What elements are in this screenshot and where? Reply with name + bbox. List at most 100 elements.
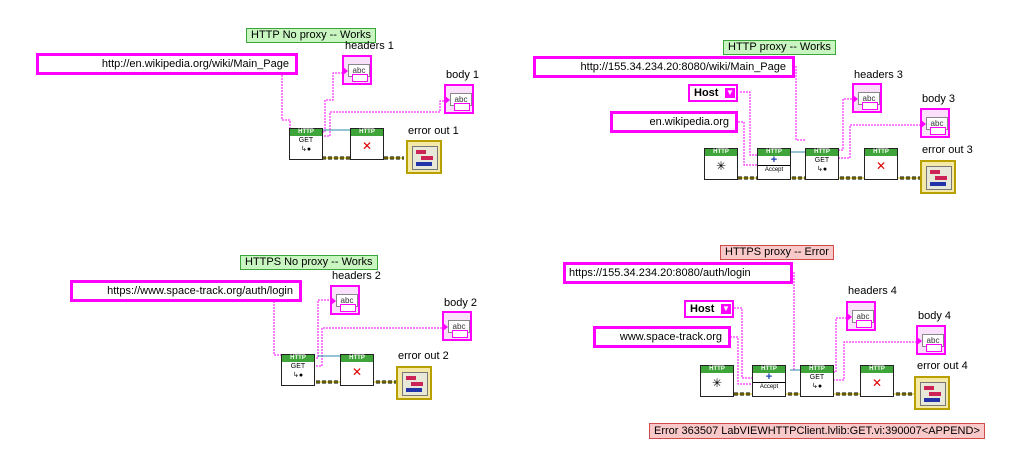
string-wire — [793, 272, 802, 371]
headers-indicator[interactable]: abc — [852, 83, 882, 113]
error-out-label: error out 2 — [398, 350, 449, 362]
body-indicator-label: body 4 — [918, 310, 952, 322]
dropdown-arrow-icon[interactable]: ▼ — [721, 304, 731, 314]
terminal-arrow-icon — [443, 323, 448, 331]
headers-indicator[interactable]: abc — [330, 285, 360, 315]
http-add-header-vi[interactable]: HTTP + Accept — [757, 148, 791, 180]
get-label: GET — [809, 374, 825, 381]
terminal-arrow-icon — [917, 337, 922, 345]
http-close-vi[interactable]: HTTP ✕ — [860, 365, 894, 397]
http-banner: HTTP — [865, 149, 897, 156]
open-handle-icon: ✳ — [715, 159, 727, 173]
http-banner: HTTP — [351, 129, 383, 136]
ring-value: Host — [690, 303, 715, 315]
http-get-vi[interactable]: HTTP GET ↳● — [800, 365, 834, 397]
string-tag-icon — [452, 330, 468, 338]
url-string-constant[interactable]: https://www.space-track.org/auth/login — [70, 280, 302, 302]
http-get-vi[interactable]: HTTP GET ↳● — [289, 128, 323, 160]
string-wire — [838, 98, 852, 151]
section-title-http-no-proxy: HTTP No proxy -- Works — [246, 28, 376, 43]
header-ring-constant[interactable]: Host ▼ — [684, 300, 734, 318]
headers-indicator-label: headers 3 — [854, 69, 903, 81]
http-banner: HTTP — [861, 366, 893, 373]
error-cluster-icon — [926, 166, 952, 190]
globe-icon: ↳● — [300, 146, 312, 153]
headers-indicator[interactable]: abc — [846, 301, 876, 331]
close-handle-icon: ✕ — [875, 159, 887, 173]
string-tag-icon — [856, 320, 872, 328]
error-cluster-icon — [920, 382, 946, 406]
body-indicator-label: body 2 — [444, 297, 478, 309]
http-close-vi[interactable]: HTTP ✕ — [864, 148, 898, 180]
headers-indicator[interactable]: abc — [342, 55, 372, 85]
host-string-constant[interactable]: en.wikipedia.org — [610, 111, 738, 133]
body-indicator[interactable]: abc — [444, 84, 474, 114]
get-label: GET — [290, 363, 306, 370]
error-cluster-icon — [412, 146, 438, 170]
string-tag-icon — [862, 102, 878, 110]
http-banner: HTTP — [341, 355, 373, 362]
string-tag-icon — [454, 103, 470, 111]
http-get-vi[interactable]: HTTP GET ↳● — [281, 354, 315, 386]
http-close-vi[interactable]: HTTP ✕ — [340, 354, 374, 386]
section-title-https-proxy: HTTPS proxy -- Error — [720, 245, 834, 260]
get-label: GET — [298, 137, 314, 144]
http-add-header-vi[interactable]: HTTP + Accept — [752, 365, 786, 397]
error-cluster-indicator[interactable] — [396, 366, 432, 400]
http-open-handle-vi[interactable]: HTTP ✳ — [700, 365, 734, 397]
headers-indicator-label: headers 2 — [332, 270, 381, 282]
get-label: GET — [814, 157, 830, 164]
body-indicator[interactable]: abc — [920, 108, 950, 138]
body-indicator-label: body 1 — [446, 69, 480, 81]
section-title-http-proxy: HTTP proxy -- Works — [723, 40, 836, 55]
http-banner: HTTP — [758, 149, 790, 156]
globe-icon: ↳● — [811, 383, 823, 390]
string-wire — [734, 307, 752, 379]
string-wire — [313, 299, 332, 359]
add-header-icon: + — [770, 154, 778, 166]
http-open-handle-vi[interactable]: HTTP ✳ — [704, 148, 738, 180]
error-cluster-indicator[interactable] — [914, 376, 950, 410]
error-out-label: error out 3 — [922, 144, 973, 156]
headers-indicator-label: headers 1 — [345, 40, 394, 52]
url-string-constant[interactable]: https://155.34.234.20:8080/auth/login — [563, 262, 793, 284]
http-banner: HTTP — [701, 366, 733, 373]
string-tag-icon — [930, 127, 946, 135]
headers-indicator-label: headers 4 — [848, 285, 897, 297]
host-string-constant[interactable]: www.space-track.org — [593, 326, 731, 348]
http-banner: HTTP — [705, 149, 737, 156]
terminal-arrow-icon — [445, 96, 450, 104]
http-get-vi[interactable]: HTTP GET ↳● — [805, 148, 839, 180]
body-indicator-label: body 3 — [922, 93, 956, 105]
string-wire — [795, 66, 805, 141]
header-ring-constant[interactable]: Host ▼ — [688, 84, 738, 102]
close-handle-icon: ✕ — [351, 365, 363, 379]
http-banner: HTTP — [290, 129, 322, 136]
string-wire — [318, 100, 444, 137]
string-wire — [830, 341, 916, 381]
string-tag-icon — [926, 344, 942, 352]
http-banner: HTTP — [801, 366, 833, 373]
error-message: Error 363507 LabVIEWHTTPClient.lvlib:GET… — [649, 423, 985, 439]
error-cluster-indicator[interactable] — [920, 160, 956, 194]
close-handle-icon: ✕ — [871, 376, 883, 390]
string-wire — [740, 91, 757, 156]
body-indicator[interactable]: abc — [442, 311, 472, 341]
string-wire — [730, 336, 752, 385]
url-string-constant[interactable]: http://en.wikipedia.org/wiki/Main_Page — [36, 53, 298, 75]
terminal-arrow-icon — [343, 67, 348, 75]
body-indicator[interactable]: abc — [916, 325, 946, 355]
accept-label: Accept — [753, 382, 785, 392]
string-wire — [313, 327, 443, 367]
terminal-arrow-icon — [853, 95, 858, 103]
ring-value: Host — [694, 87, 719, 99]
string-wire — [738, 121, 757, 166]
error-cluster-indicator[interactable] — [406, 140, 442, 174]
accept-label: Accept — [758, 165, 790, 175]
globe-icon: ↳● — [292, 372, 304, 379]
url-string-constant[interactable]: http://155.34.234.20:8080/wiki/Main_Page — [533, 56, 795, 78]
http-close-vi[interactable]: HTTP ✕ — [350, 128, 384, 160]
dropdown-arrow-icon[interactable]: ▼ — [725, 88, 735, 98]
string-tag-icon — [352, 74, 368, 82]
string-tag-icon — [340, 304, 356, 312]
